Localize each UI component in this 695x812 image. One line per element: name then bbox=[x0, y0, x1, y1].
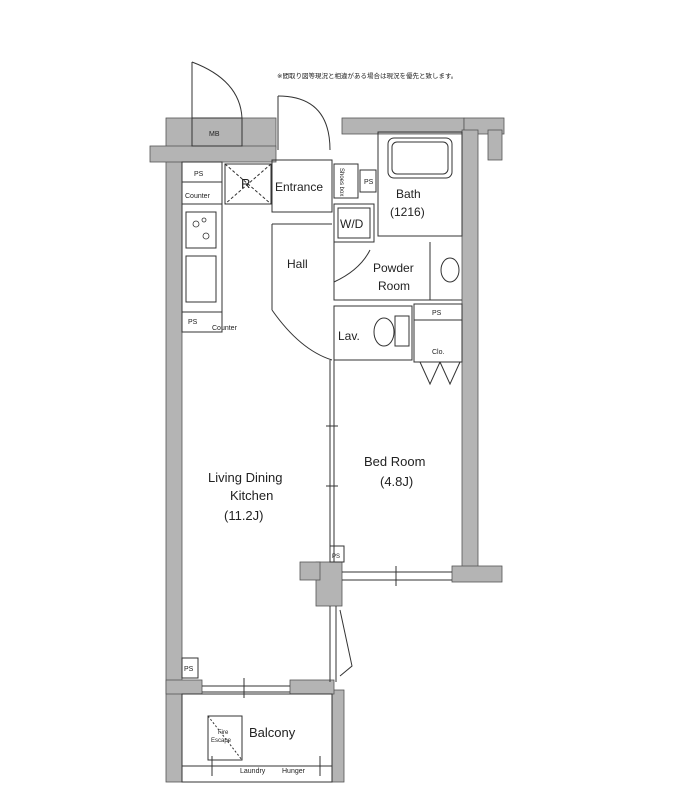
label-shoes-box: Shoes box bbox=[338, 168, 344, 196]
label-powder-room-2: Room bbox=[378, 279, 410, 293]
label-bed-room-size: (4.8J) bbox=[380, 474, 413, 489]
walls bbox=[149, 117, 505, 783]
label-balcony: Balcony bbox=[249, 725, 296, 740]
label-ps-left: PS bbox=[184, 666, 194, 673]
label-ps-kitchen-bottom: PS bbox=[188, 319, 198, 326]
label-wd: W/D bbox=[340, 217, 364, 231]
label-powder-room-1: Powder bbox=[373, 261, 414, 275]
label-ldk-1: Living Dining bbox=[208, 470, 282, 485]
label-bed-room: Bed Room bbox=[364, 454, 425, 469]
label-fire-escape-2: Escape bbox=[211, 738, 232, 744]
label-ps-mid: PS bbox=[332, 554, 340, 560]
label-counter-bottom: Counter bbox=[212, 325, 238, 332]
label-ldk-size: (11.2J) bbox=[224, 508, 264, 523]
label-hanger: Hunger bbox=[282, 768, 306, 775]
label-entrance: Entrance bbox=[275, 180, 323, 194]
label-mb: MB bbox=[209, 131, 220, 138]
interior-lines bbox=[181, 61, 463, 783]
stove-icon bbox=[192, 217, 210, 240]
label-hall: Hall bbox=[287, 257, 308, 271]
disclaimer-note: ※間取り図等現況と相違がある場合は現況を優先と致します。 bbox=[277, 71, 457, 80]
label-closet: Clo. bbox=[432, 349, 445, 356]
label-ps-lav: PS bbox=[432, 310, 442, 317]
label-fire-escape-1: Fire bbox=[218, 730, 229, 736]
label-laundry: Laundry bbox=[240, 768, 266, 775]
label-ldk-2: Kitchen bbox=[230, 488, 273, 503]
label-bath-size: (1216) bbox=[390, 205, 425, 219]
label-refrigerator: R bbox=[241, 176, 250, 191]
room-labels: MB PS Counter R Entrance Shoes box PS Ba… bbox=[184, 131, 445, 775]
label-counter-top: Counter bbox=[185, 193, 211, 200]
label-lav: Lav. bbox=[338, 329, 360, 343]
label-ps-kitchen-top: PS bbox=[194, 171, 204, 178]
label-ps-bath: PS bbox=[364, 179, 374, 186]
label-bath: Bath bbox=[396, 187, 421, 201]
